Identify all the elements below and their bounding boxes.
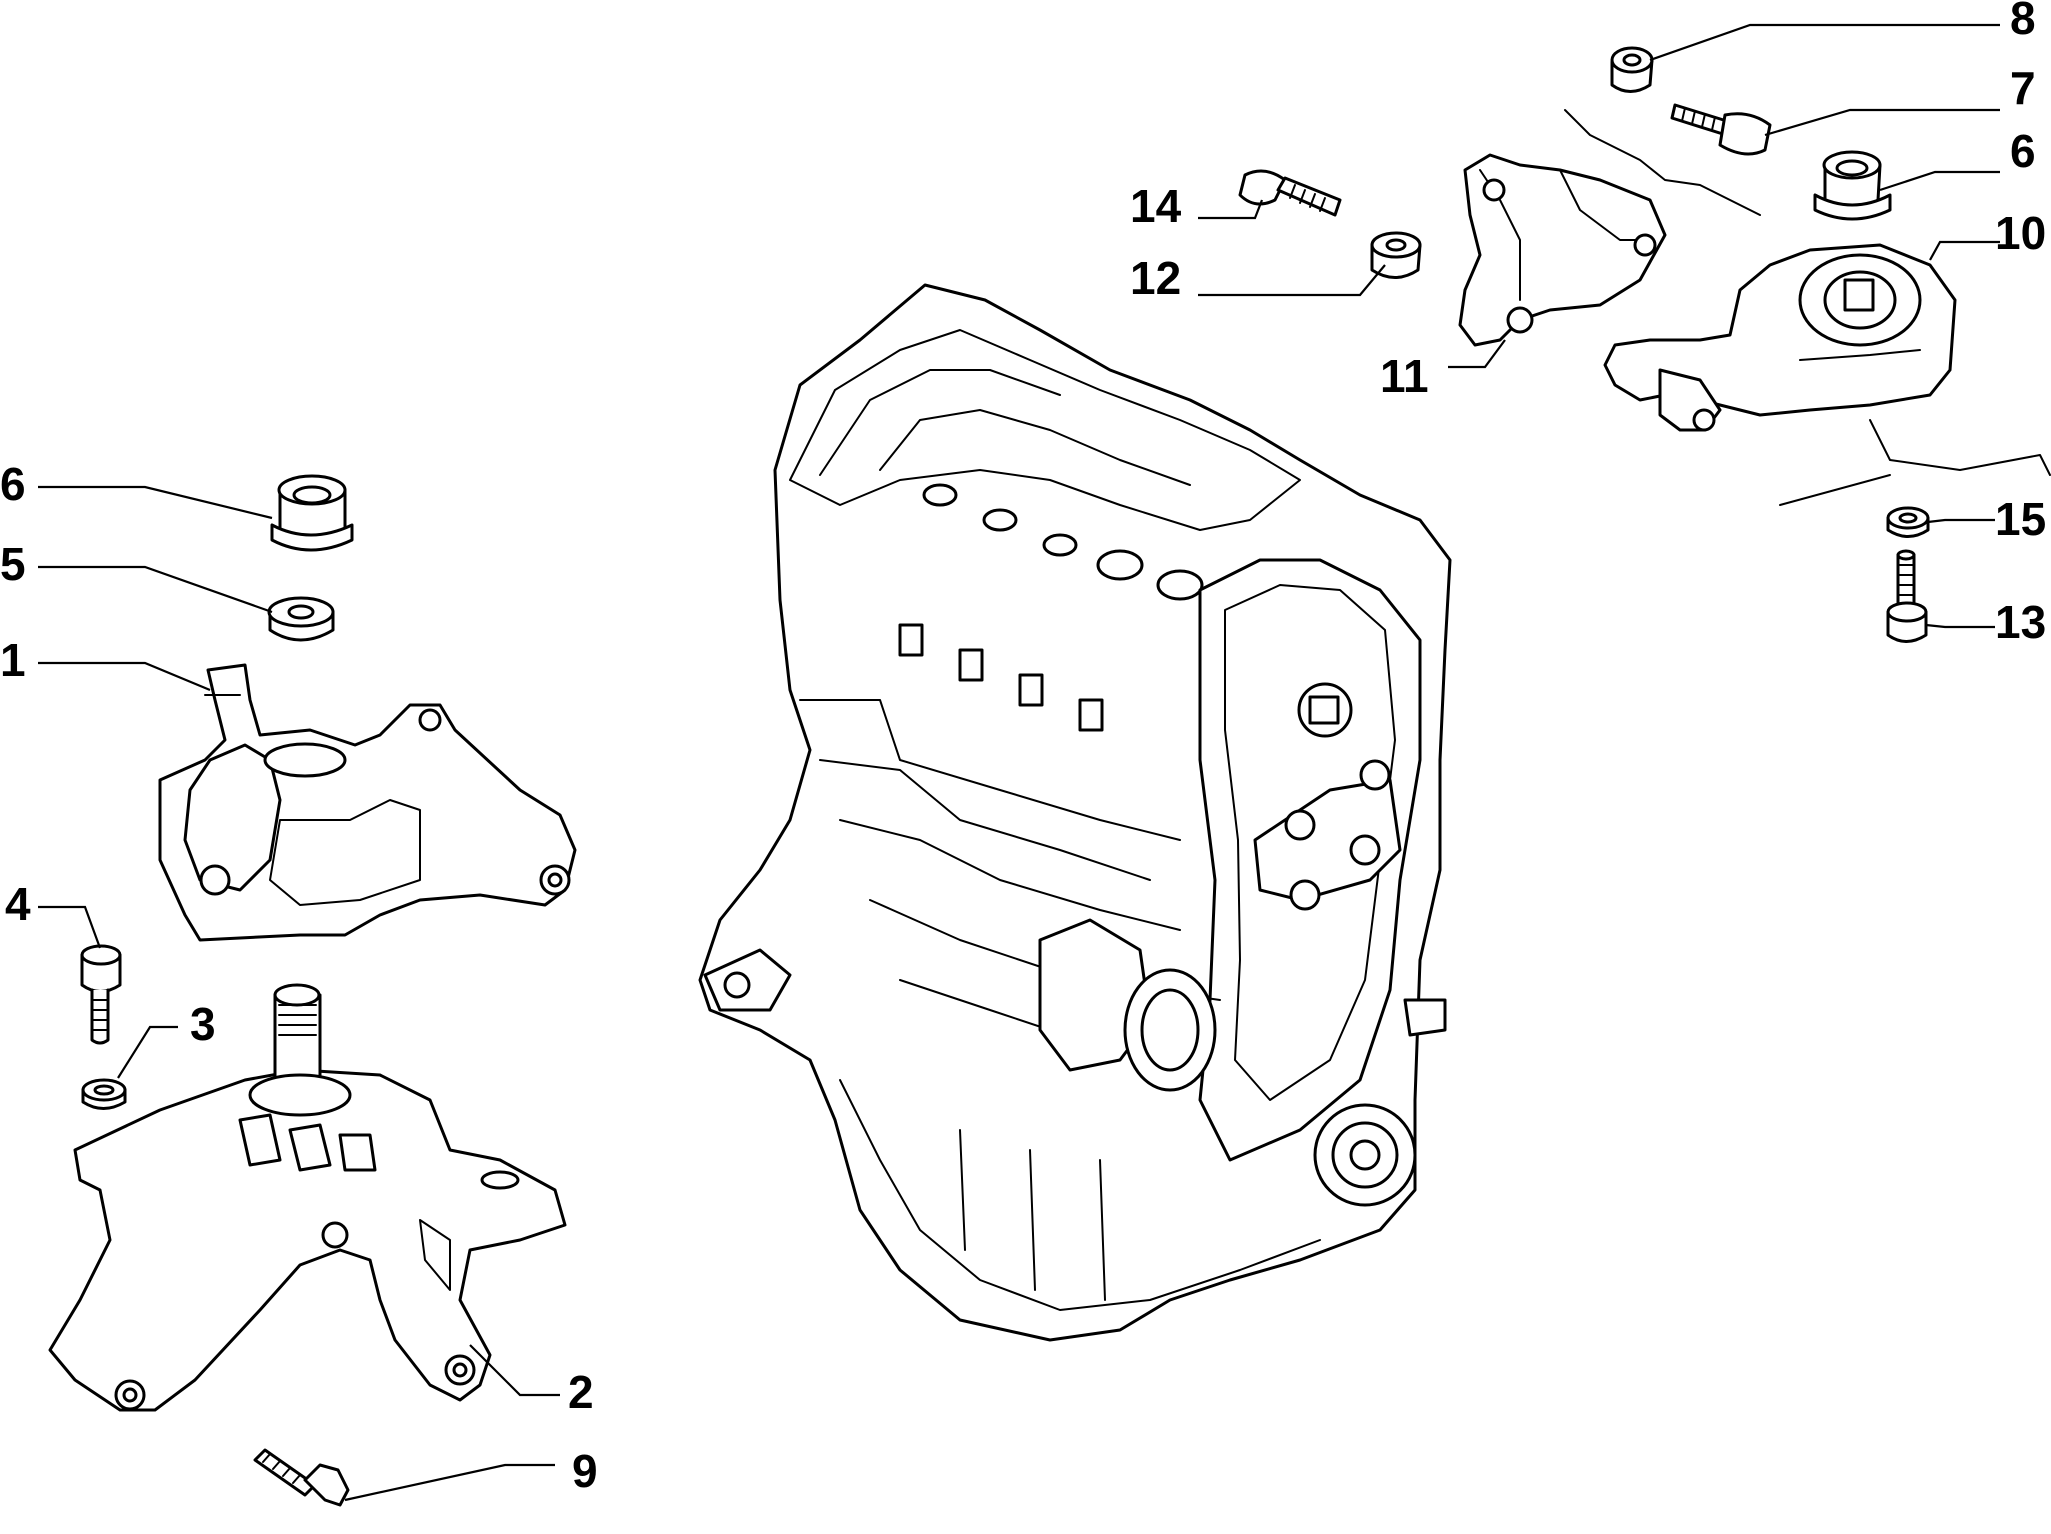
- part-3-washer-drawing: [81, 1078, 127, 1110]
- part-11-bracket-drawing: [1458, 109, 1761, 347]
- callout-2: 2: [568, 1366, 594, 1418]
- callout-13: 13: [1995, 596, 2046, 648]
- part-14-bolt-drawing: [1238, 169, 1342, 217]
- callout-10: 10: [1995, 207, 2046, 259]
- callout-labels: 6 5 1 4 3 2 9 14 12 11 8 7 6 10 15 13: [0, 0, 2046, 1497]
- part-7-bolt-drawing: [1670, 103, 1772, 156]
- part-6-right-nut-drawing: [1813, 150, 1892, 221]
- callout-8: 8: [2010, 0, 2036, 44]
- callout-3: 3: [190, 998, 216, 1050]
- part-10-torque-rod-drawing: [1603, 243, 2051, 506]
- callout-6-right: 6: [2010, 125, 2036, 177]
- callout-11: 11: [1380, 350, 1429, 402]
- leader-lines: [38, 23, 2000, 1502]
- callout-7: 7: [2010, 62, 2036, 114]
- callout-6-left: 6: [0, 458, 26, 510]
- part-15-washer-drawing: [1886, 506, 1930, 538]
- engine-block-drawing: [698, 283, 1452, 1342]
- part-12-nut-drawing: [1370, 231, 1422, 279]
- callout-5: 5: [0, 538, 26, 590]
- part-9-bolt-drawing: [253, 1448, 350, 1507]
- callout-14: 14: [1130, 180, 1182, 232]
- part-4-bolt-drawing: [80, 944, 122, 1045]
- callout-12: 12: [1130, 252, 1181, 304]
- part-5-washer-drawing: [267, 596, 335, 642]
- callout-4: 4: [5, 878, 31, 930]
- part-1-upper-mount-drawing: [158, 663, 577, 942]
- part-2-lower-bracket-drawing: [48, 983, 567, 1412]
- callout-9: 9: [572, 1445, 598, 1497]
- part-8-nut-drawing: [1610, 46, 1654, 93]
- callout-15: 15: [1995, 493, 2046, 545]
- callout-1: 1: [0, 634, 26, 686]
- part-13-bolt-drawing: [1886, 549, 1928, 643]
- part-6-left-nut-drawing: [270, 474, 354, 552]
